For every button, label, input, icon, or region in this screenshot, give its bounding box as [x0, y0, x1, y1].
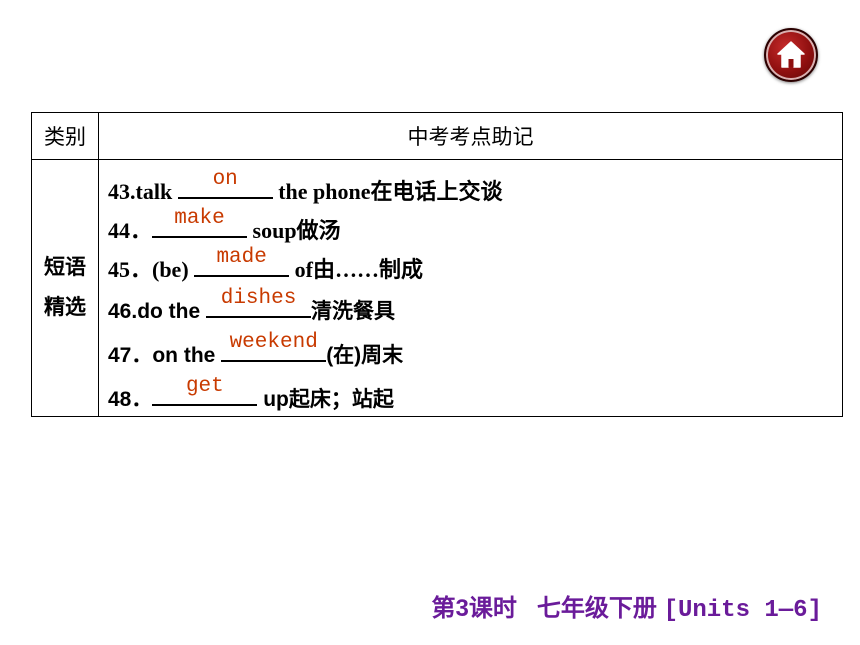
phrase-prefix: 46.do the: [108, 300, 207, 323]
answer-text: weekend: [229, 331, 318, 354]
phrase-prefix: 45．(be): [108, 257, 195, 282]
category-cell: 短语 精选: [31, 159, 99, 417]
answer-blank: on: [177, 168, 273, 199]
phrase-prefix: 47．on the: [108, 344, 222, 367]
answer-text: dishes: [220, 287, 297, 310]
answer-blank: made: [194, 246, 290, 277]
phrase-item: 44． make soup做汤: [108, 207, 341, 245]
phrase-item: 46.do the dishes 清洗餐具: [108, 287, 396, 325]
answer-blank: dishes: [206, 287, 312, 318]
phrase-prefix: 43.talk: [108, 179, 178, 204]
footer-units: [Units 1—6]: [663, 597, 822, 624]
answer-text: get: [185, 375, 224, 398]
phrase-table: 类别 中考考点助记 短语 精选 43.talk on the phone在电话上…: [31, 112, 843, 417]
footer-lesson: 第3课时: [431, 595, 517, 622]
phrase-suffix: 清洗餐具: [311, 300, 396, 323]
phrase-suffix: soup做汤: [247, 218, 341, 243]
phrase-item: 48． get up起床；站起: [108, 375, 394, 413]
phrase-item: 47．on the weekend (在)周末: [108, 331, 404, 369]
home-icon: [777, 41, 805, 68]
footer-book: 七年级下册: [536, 595, 657, 622]
category-line: 精选: [44, 296, 86, 319]
answer-text: make: [174, 207, 225, 230]
phrase-prefix: 48．: [108, 388, 153, 411]
answer-text: on: [212, 168, 238, 191]
phrase-suffix: up起床；站起: [257, 388, 394, 411]
category-line: 短语: [44, 256, 86, 279]
answer-text: made: [216, 246, 267, 269]
answer-blank: make: [152, 207, 248, 238]
phrase-suffix: (在)周末: [326, 344, 404, 367]
lesson-footer: 第3课时 七年级下册 [Units 1—6]: [432, 588, 822, 624]
answer-blank: weekend: [221, 331, 327, 362]
phrase-suffix: the phone在电话上交谈: [272, 179, 503, 204]
phrase-prefix: 44．: [108, 218, 153, 243]
content-cell: 43.talk on the phone在电话上交谈 44． make soup做…: [98, 159, 843, 417]
answer-blank: get: [152, 375, 258, 406]
header-content: 中考考点助记: [98, 112, 843, 160]
phrase-suffix: of由……制成: [289, 257, 423, 282]
header-category: 类别: [31, 112, 99, 160]
home-button[interactable]: [764, 28, 818, 82]
phrase-item: 43.talk on the phone在电话上交谈: [108, 168, 503, 206]
phrase-item: 45．(be) made of由……制成: [108, 246, 423, 284]
